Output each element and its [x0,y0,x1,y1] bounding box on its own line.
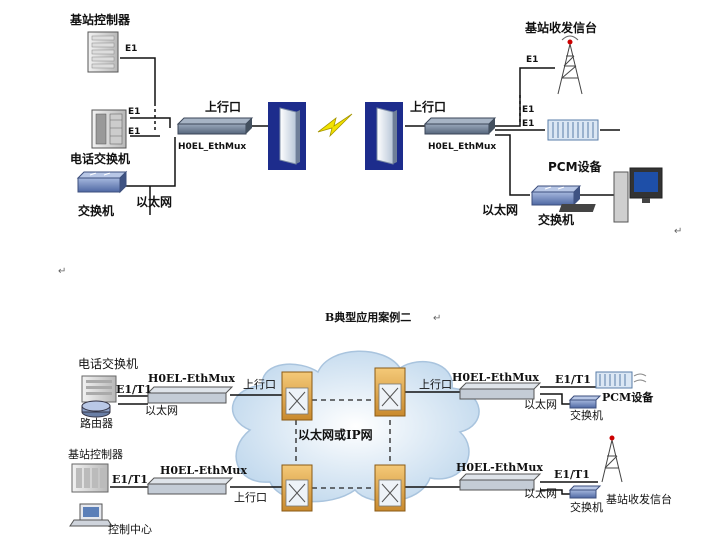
cloud-label: 以太网或IP网 [298,428,373,442]
ip-cloud-shape [232,350,480,503]
cloud-router-tl-icon [281,371,313,421]
e1-label-b: E1 [128,107,141,117]
e1t1-br-label: E1/T1 [554,468,590,481]
uplink-left-label: 上行口 [205,100,242,114]
bts-label: 基站收发信台 [525,21,598,35]
paragraph-mark-3: ↵ [433,313,442,324]
cloud-router-br-icon [374,464,406,512]
pbx2-icon [81,375,117,403]
pcm2-label: PCM设备 [602,391,654,404]
uplink-bl-label: 上行口 [234,491,267,504]
line-pbx-e1 [130,117,171,128]
mux-br-label: H0EL-EthMux [456,461,543,474]
e1-label-e: E1 [522,105,535,115]
mux-tr-icon [458,382,542,400]
mux-right-icon [423,117,497,135]
e1-label-a: E1 [125,44,138,54]
cloud-router-tr-icon [374,367,406,417]
uplink-right-label: 上行口 [410,100,447,114]
mux-left-label: H0EL_EthMux [178,142,247,152]
laptop-icon [69,503,113,527]
mux-left-icon [176,117,254,135]
switch2-tr-label: 交换机 [570,409,603,422]
pcm2-icon [595,371,647,389]
switch-right-icon [530,185,582,206]
e1t1-bl-label: E1/T1 [112,473,148,486]
mux-tl-label: H0EL-EthMux [148,372,235,385]
line-bsc-e1 [120,57,156,103]
line-switch-eth [125,137,176,187]
switch2-br-label: 交换机 [570,501,603,514]
computer-icon [558,167,663,223]
paragraph-mark-2: ↵ [58,266,67,277]
pbx-label: 电话交换机 [70,152,131,166]
router-icon [81,400,111,418]
e1-label-d: E1 [526,55,539,65]
bts2-tower-icon [601,435,623,483]
bts-tower-icon [557,35,583,95]
eth-tl-label: 以太网 [145,404,178,417]
cloud-dashed-links [295,399,391,489]
line-mux-switch-br [540,489,570,495]
bts2-label: 基站收发信台 [606,493,672,506]
pcm-device-icon [547,119,599,141]
bsc-label: 基站控制器 [70,13,131,27]
mux-tl-icon [146,386,234,404]
control-center-label: 控制中心 [108,523,152,536]
line-mux-switch-tr [540,393,570,405]
mux-br-icon [458,473,542,491]
diagram-1 [120,57,620,215]
switch2-br-icon [568,485,602,499]
eth-right-label: 以太网 [482,203,519,217]
e1-label-c: E1 [128,127,141,137]
paragraph-mark-1: ↵ [674,226,683,237]
switch-left-label: 交换机 [78,204,115,218]
bsc-cabinet-icon [87,31,119,73]
uplink-tl-label: 上行口 [243,378,276,391]
wireless-bolt-icon [317,113,353,138]
switch2-tr-icon [568,395,602,409]
line-bts-e1 [495,67,555,127]
pbx2-label: 电话交换机 [78,357,139,371]
diagram-2-lines [110,386,598,495]
mux-tr-label: H0EL-EthMux [452,371,539,384]
cloud-router-bl-icon [281,464,313,512]
pbx-icon [91,109,127,149]
e1t1-tr-label: E1/T1 [555,373,591,386]
eth-br-label: 以太网 [524,487,557,500]
radio-right-icon [365,102,403,170]
uplink-tr-label: 上行口 [419,378,452,391]
bsc2-label: 基站控制器 [68,448,123,461]
line-switch-eth-right [495,134,530,196]
eth-tr-label: 以太网 [524,398,557,411]
section-title: B典型应用案例二 [325,311,412,324]
e1-label-f: E1 [522,119,535,129]
e1t1-tl-label: E1/T1 [116,383,152,396]
router-label: 路由器 [80,417,113,430]
switch-right-label: 交换机 [538,213,575,227]
mux-bl-icon [146,477,234,495]
mux-bl-label: H0EL-EthMux [160,464,247,477]
radio-left-icon [268,102,306,170]
switch-left-icon [76,170,128,194]
bsc2-icon [71,463,109,493]
mux-right-label: H0EL_EthMux [428,142,497,152]
pcm-label: PCM设备 [548,160,602,174]
eth-left-label: 以太网 [136,195,173,209]
